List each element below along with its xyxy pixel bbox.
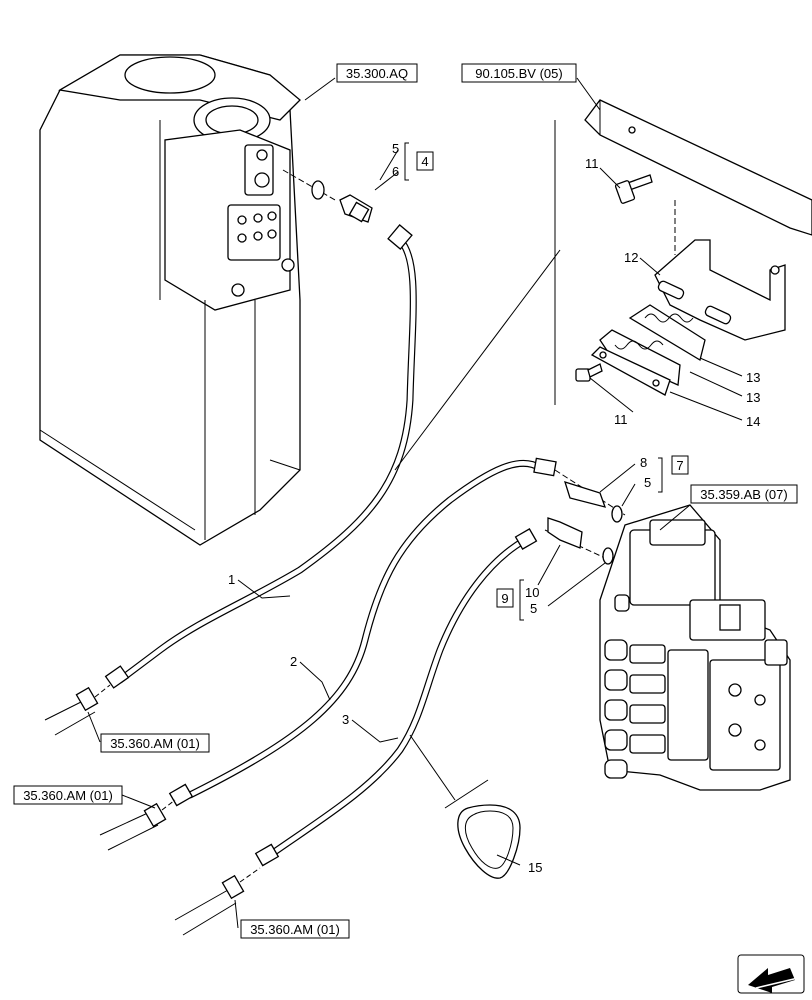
clamp-13-upper: [628, 304, 706, 362]
callout-5-mid: 5: [644, 475, 651, 490]
group-9[interactable]: 9: [496, 579, 524, 621]
arrow-icon[interactable]: [737, 954, 805, 994]
svg-text:35.300.AQ: 35.300.AQ: [346, 66, 408, 81]
o-ring-5-top: [311, 180, 325, 200]
svg-text:35.360.AM (01): 35.360.AM (01): [250, 922, 340, 937]
hose-3: [254, 528, 538, 867]
svg-text:35.360.AM (01): 35.360.AM (01): [110, 736, 200, 751]
callout-13-upper: 13: [746, 370, 760, 385]
hose-1: [104, 224, 417, 689]
svg-text:90.105.BV (05): 90.105.BV (05): [475, 66, 562, 81]
callout-1: 1: [228, 572, 235, 587]
fitting-8: [564, 481, 607, 508]
callout-5-low: 5: [530, 601, 537, 616]
hydraulic-tank: [39, 54, 301, 546]
bracket-12: [654, 239, 786, 341]
ref-pipe-b[interactable]: 35.360.AM (01): [13, 785, 123, 805]
callout-10: 10: [525, 585, 539, 600]
callout-11-top: 11: [585, 156, 599, 171]
pipe-stub-b: [99, 799, 176, 851]
callout-11-bottom: 11: [614, 412, 628, 427]
group-4[interactable]: 4: [404, 142, 434, 181]
callout-6: 6: [392, 164, 399, 179]
svg-text:35.360.AM (01): 35.360.AM (01): [23, 788, 113, 803]
callout-14: 14: [746, 414, 760, 429]
ref-pipe-a[interactable]: 35.360.AM (01): [100, 733, 210, 753]
callout-2: 2: [290, 654, 297, 669]
svg-text:9: 9: [501, 591, 508, 606]
ref-tank[interactable]: 35.300.AQ: [336, 63, 418, 83]
callout-12: 12: [624, 250, 638, 265]
pipe-stub-a: [44, 684, 111, 736]
callout-5-top: 5: [392, 141, 399, 156]
callout-13-lower: 13: [746, 390, 760, 405]
ref-valve[interactable]: 35.359.AB (07): [690, 484, 798, 504]
svg-text:7: 7: [676, 458, 683, 473]
ring-15: [457, 804, 521, 879]
fitting-10: [547, 517, 583, 549]
bolt-11-bottom: [575, 363, 603, 382]
leader-lines: [87, 77, 743, 929]
o-ring-5-mid: [611, 505, 623, 523]
callouts: 5 6 11 12 13 13 14 11 8 5 10 5 1 2 3 15: [228, 141, 760, 875]
ref-bracket[interactable]: 90.105.BV (05): [461, 63, 577, 83]
svg-text:35.359.AB (07): 35.359.AB (07): [700, 487, 787, 502]
fitting-6: [339, 194, 373, 223]
callout-3: 3: [342, 712, 349, 727]
bolt-11-top: [614, 174, 653, 204]
svg-text:4: 4: [421, 154, 428, 169]
callout-15: 15: [528, 860, 542, 875]
control-valve: [599, 504, 791, 791]
ref-pipe-c[interactable]: 35.360.AM (01): [240, 919, 350, 939]
callout-8: 8: [640, 455, 647, 470]
pipe-stub-c: [174, 867, 261, 936]
frame-rail: [584, 99, 812, 236]
hose-2: [168, 457, 557, 807]
plate-14: [590, 346, 671, 396]
o-ring-5-low: [602, 547, 614, 565]
group-7[interactable]: 7: [658, 455, 689, 493]
